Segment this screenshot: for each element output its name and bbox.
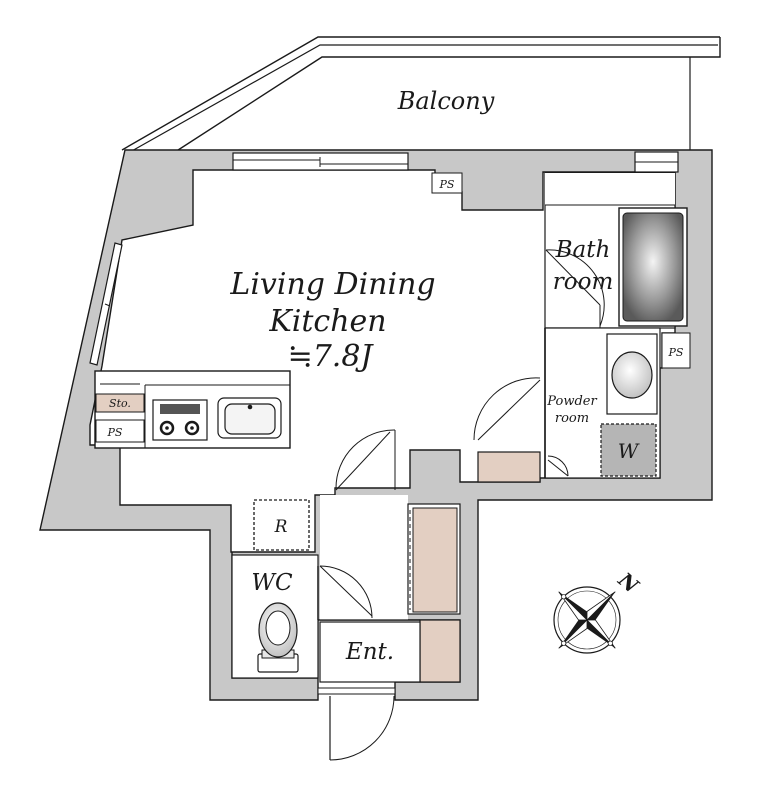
ps-left: PS xyxy=(95,419,145,443)
compass-rose xyxy=(553,586,621,654)
closet xyxy=(407,503,461,615)
bathtub xyxy=(618,207,688,327)
bath-door[interactable] xyxy=(545,249,605,328)
balcony xyxy=(121,36,721,153)
refrigerator-space: R xyxy=(253,499,310,551)
bath-window[interactable] xyxy=(634,151,679,173)
entrance xyxy=(319,619,421,683)
wc-door[interactable] xyxy=(317,565,373,620)
ps-right-label: PS xyxy=(668,346,684,359)
refrigerator-label: R xyxy=(274,517,288,537)
washbasin xyxy=(606,333,658,415)
side-window[interactable] xyxy=(89,242,123,366)
powder-label-line1: Powder xyxy=(546,394,597,409)
ps-right: PS xyxy=(661,332,691,369)
hallway xyxy=(320,495,408,620)
balcony-label: Balcony xyxy=(397,87,495,115)
toilet xyxy=(257,602,299,673)
washer-space: W xyxy=(600,423,657,477)
ldk-label-line2: Kitchen xyxy=(268,304,386,339)
ps-top-label: PS xyxy=(439,178,455,191)
bath-label-line1: Bath xyxy=(555,237,611,263)
compass-north-label: N xyxy=(613,567,644,598)
powder-door[interactable] xyxy=(473,377,569,477)
storage-label: Sto. xyxy=(109,397,131,410)
entrance-label: Ent. xyxy=(345,639,394,665)
storage-box: Sto. xyxy=(95,393,145,413)
ldk-label-line1: Living Dining xyxy=(229,267,435,302)
powder-label-line2: room xyxy=(555,411,589,426)
wc-label: WC xyxy=(251,570,293,596)
entrance-door[interactable] xyxy=(317,687,396,761)
kitchen-sink xyxy=(217,397,282,439)
ps-top: PS xyxy=(431,172,463,194)
washer-label: W xyxy=(618,439,640,463)
ldk-door[interactable] xyxy=(335,429,396,491)
ps-left-label: PS xyxy=(107,426,123,439)
shoe-storage xyxy=(419,619,461,683)
ldk-area-label: ≒7.8J xyxy=(288,339,375,374)
storage-shelf-upper xyxy=(477,451,541,483)
bath-label-line2: room xyxy=(553,269,614,295)
stove xyxy=(152,399,208,441)
balcony-window[interactable] xyxy=(232,152,409,171)
